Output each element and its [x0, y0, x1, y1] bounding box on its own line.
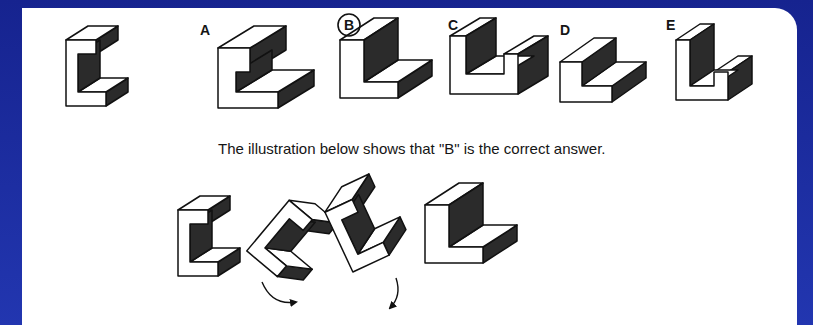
block-face [178, 196, 230, 210]
block-face [218, 26, 286, 48]
option-letter: A [200, 22, 210, 38]
block-face [518, 36, 548, 94]
extruded-block [560, 38, 646, 102]
extruded-block [218, 26, 314, 108]
block-face [560, 38, 616, 62]
block-face [728, 56, 752, 100]
option-letter: C [448, 17, 458, 33]
answer-circle [338, 14, 360, 36]
option-letter: E [666, 17, 675, 33]
block-face [66, 40, 106, 106]
block-face [178, 210, 218, 276]
block-face [449, 183, 483, 247]
extruded-block [425, 183, 517, 263]
option-letter: B [344, 17, 354, 33]
block-face [325, 195, 389, 272]
block-face [676, 40, 728, 100]
rotation-arrow [390, 278, 398, 308]
extruded-block [178, 196, 240, 276]
extruded-block [450, 18, 548, 94]
block-face [450, 36, 518, 94]
extruded-block [318, 170, 412, 272]
block-figures [66, 18, 752, 291]
block-face [218, 48, 278, 108]
block-face [466, 18, 496, 74]
block-face [66, 26, 118, 40]
option-letter: D [560, 22, 570, 38]
rotation-arrow [262, 282, 296, 303]
explanation-text: The illustration below shows that "B" is… [218, 140, 606, 157]
block-face [364, 18, 398, 82]
extruded-block [340, 18, 432, 98]
extruded-block [676, 24, 752, 100]
block-face [340, 40, 398, 98]
block-face [247, 200, 320, 276]
block-face [425, 205, 483, 263]
block-face [560, 62, 612, 102]
extruded-block [66, 26, 128, 106]
